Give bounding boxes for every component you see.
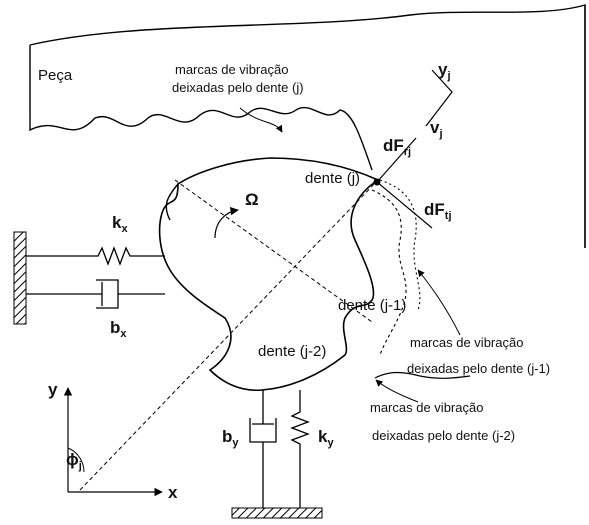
tooth-j1-label: dente (j-1) xyxy=(338,297,407,314)
left-wall xyxy=(13,231,27,325)
axis-x-label: x xyxy=(168,483,178,502)
tooth-j2-label: dente (j-2) xyxy=(258,343,327,360)
kx-spring xyxy=(26,246,165,266)
tooth-j-label: dente (j) xyxy=(305,170,361,187)
workpiece-label: Peça xyxy=(38,67,73,84)
axis-y-label: y xyxy=(48,380,58,399)
marks-j-line2: deixadas pelo dente (j) xyxy=(172,80,304,95)
marks-j2-line1: marcas de vibração xyxy=(370,400,484,415)
phi-arc xyxy=(67,447,85,473)
omega-label: Ω xyxy=(245,190,259,209)
cutter-notch-left xyxy=(165,183,179,221)
cutter-body xyxy=(158,157,380,392)
marks-j2-curve xyxy=(374,371,471,379)
leader-marks-j2 xyxy=(375,379,419,403)
label-bx: bx xyxy=(110,318,127,340)
diag-1 xyxy=(174,179,373,323)
phi-label: ϕj xyxy=(66,450,82,472)
label-kx: kx xyxy=(112,213,128,235)
diag-2 xyxy=(79,179,379,491)
leader-omega xyxy=(214,207,239,239)
marks-j1-curve-2 xyxy=(379,179,421,311)
bx-damper xyxy=(26,279,165,309)
vector-dfr xyxy=(376,137,417,183)
ky-spring xyxy=(290,390,310,508)
ground xyxy=(231,507,323,519)
label-yj: yj xyxy=(438,60,451,82)
label-dfr: dFrj xyxy=(383,136,412,158)
marks-j2-line2: deixadas pelo dente (j-2) xyxy=(372,428,516,443)
local-axes xyxy=(425,69,453,127)
marks-j1-line2: deixadas pelo dente (j-1) xyxy=(407,361,551,376)
vector-dft xyxy=(376,181,433,229)
label-ky: ky xyxy=(318,427,334,449)
by-damper xyxy=(249,390,277,508)
label-by: by xyxy=(222,427,239,449)
label-dft: dFtj xyxy=(424,200,452,222)
marks-j-line1: marcas de vibração xyxy=(175,62,289,77)
marks-j1-curve xyxy=(371,189,407,356)
leader-marks-j1 xyxy=(417,269,461,336)
marks-j1-line1: marcas de vibração xyxy=(410,335,524,350)
workpiece-outline xyxy=(29,4,586,248)
leader-marks-j xyxy=(239,107,283,133)
label-vj: vj xyxy=(430,118,443,140)
